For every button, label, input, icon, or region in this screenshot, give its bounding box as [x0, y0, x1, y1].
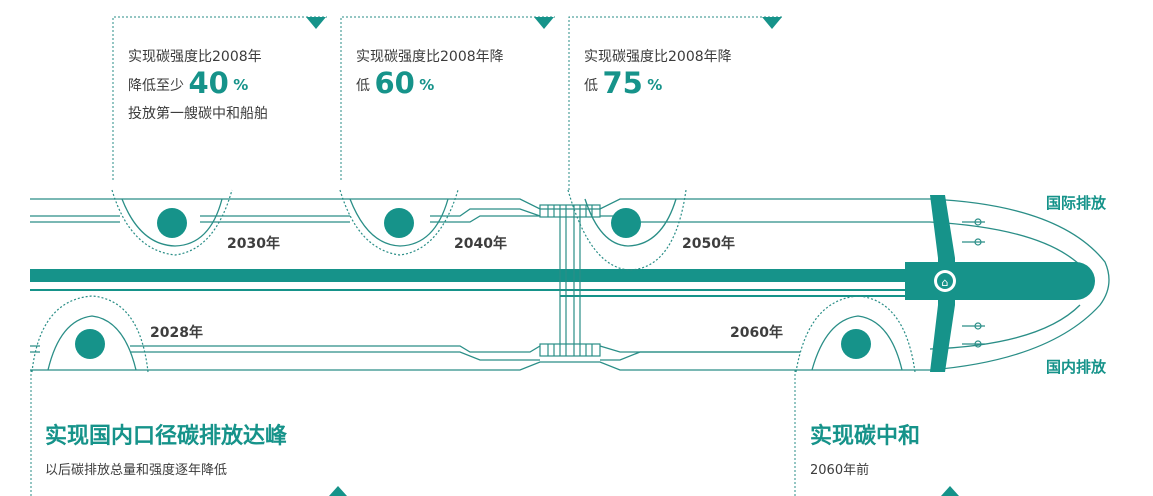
callout-2030-line2: 降低至少 40 % — [128, 69, 318, 99]
cross-frame — [539, 204, 601, 357]
wheel-2030 — [111, 189, 233, 256]
wheel-2028 — [31, 295, 149, 373]
wheel-2050 — [567, 189, 687, 271]
propeller: ⌂ — [930, 195, 956, 372]
peak-heading: 实现国内口径碳排放达峰 — [45, 424, 288, 449]
year-label-2040: 2040年 — [454, 236, 507, 252]
wheel-2040 — [339, 189, 459, 256]
callout-2040-value: 60 — [374, 66, 415, 100]
callout-2050-prefix: 低 — [584, 78, 598, 94]
wheel-2060 — [795, 295, 916, 373]
callout-2050: 实现碳强度比2008年降 低 75 % — [584, 44, 784, 99]
callout-frames-top — [112, 16, 783, 190]
logo-icon: ⌂ — [942, 276, 949, 289]
lower-deck — [30, 345, 930, 371]
callout-pointers-top — [306, 17, 782, 29]
callout-2040-line2: 低 60 % — [356, 69, 556, 99]
year-label-2028: 2028年 — [150, 325, 203, 341]
callout-2050-line2: 低 75 % — [584, 69, 784, 99]
callout-2030-prefix: 降低至少 — [128, 78, 184, 94]
domestic-emissions-label: 国内排放 — [1046, 358, 1107, 376]
callout-2030-unit: % — [233, 76, 249, 94]
international-emissions-label: 国际排放 — [1046, 194, 1107, 212]
wheels-upper — [111, 189, 687, 271]
peak-subtext: 以后碳排放总量和强度逐年降低 — [45, 463, 228, 478]
callout-pointers-bottom — [329, 486, 959, 496]
callout-2030: 实现碳强度比2008年 降低至少 40 % 投放第一艘碳中和船舶 — [128, 44, 318, 127]
neutrality-subtext: 2060年前 — [810, 463, 870, 478]
year-label-2050: 2050年 — [682, 236, 735, 252]
callout-2050-line1: 实现碳强度比2008年降 — [584, 49, 732, 65]
upper-deck — [30, 198, 930, 223]
wheels-lower — [31, 295, 916, 373]
callout-2050-unit: % — [647, 76, 663, 94]
callout-2030-line1: 实现碳强度比2008年 — [128, 49, 262, 65]
callout-frames-bottom — [30, 370, 796, 496]
bow-fittings — [962, 218, 985, 348]
ship-hull — [929, 198, 1110, 371]
neutrality-heading: 实现碳中和 — [810, 424, 921, 449]
callout-2040-prefix: 低 — [356, 78, 370, 94]
callout-2040-line1: 实现碳强度比2008年降 — [356, 49, 504, 65]
callout-2030-value: 40 — [188, 66, 229, 100]
callout-2040-unit: % — [419, 76, 435, 94]
year-label-2060: 2060年 — [730, 325, 783, 341]
year-label-2030: 2030年 — [227, 236, 280, 252]
callout-2050-value: 75 — [602, 66, 643, 100]
callout-2040: 实现碳强度比2008年降 低 60 % — [356, 44, 556, 99]
callout-2030-line3: 投放第一艘碳中和船舶 — [128, 106, 268, 122]
